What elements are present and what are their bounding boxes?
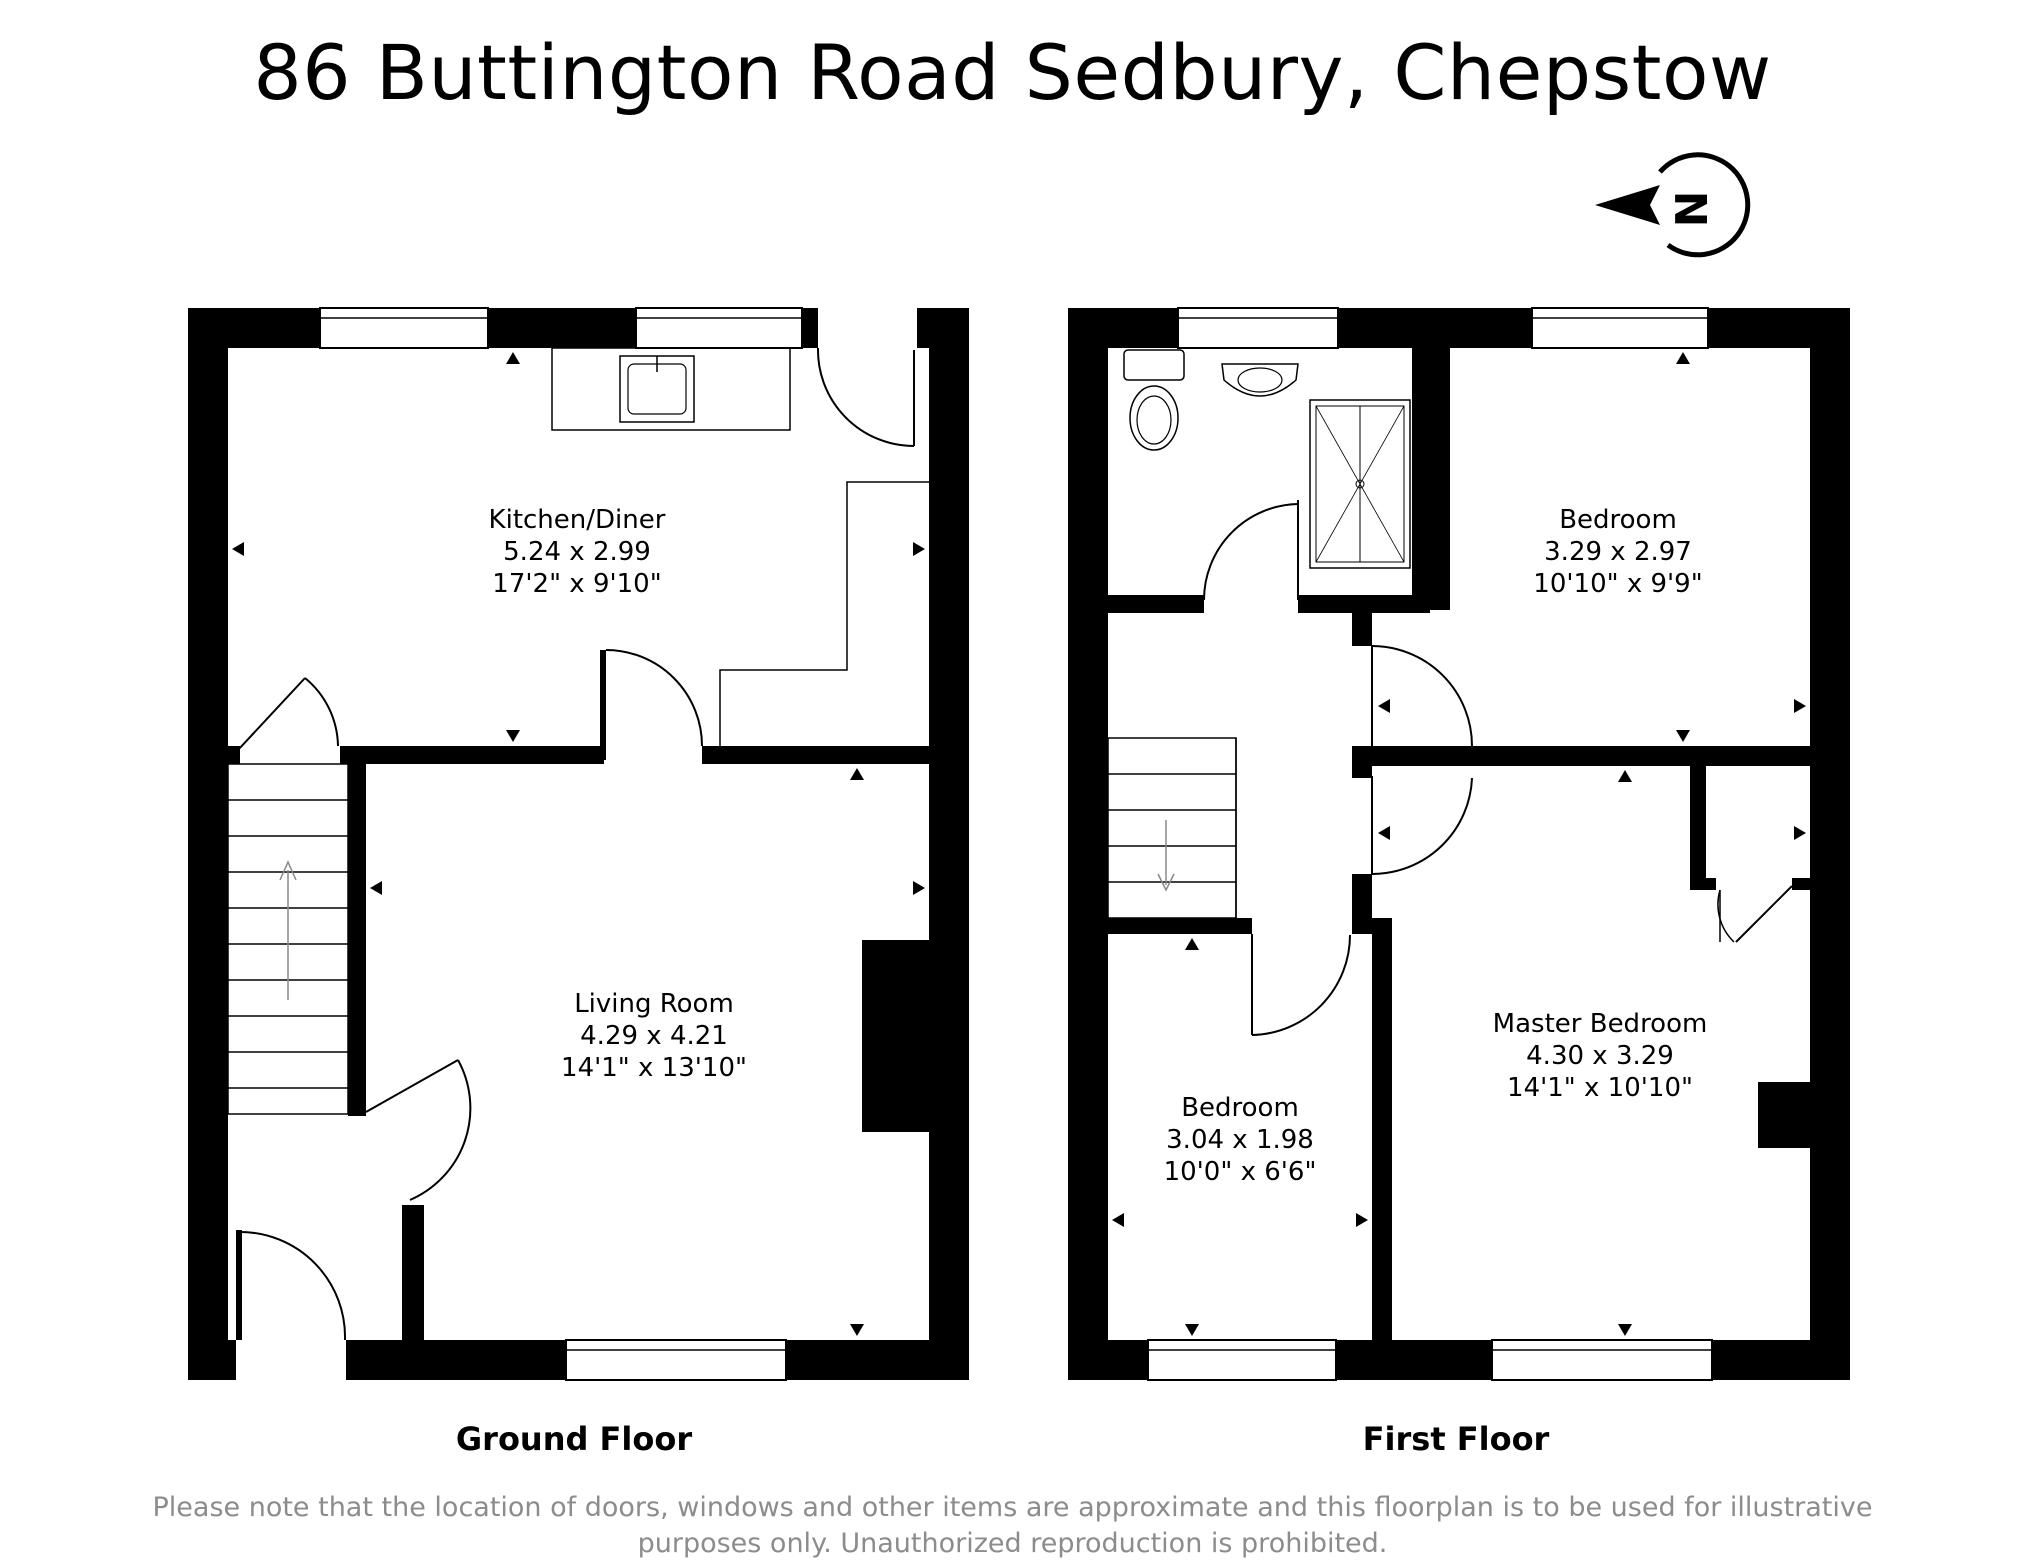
room-name: Kitchen/Diner — [489, 505, 666, 535]
room-metric: 4.30 x 3.29 — [1526, 1041, 1674, 1071]
room-name: Master Bedroom — [1493, 1009, 1708, 1039]
room-imperial: 17'2" x 9'10" — [492, 569, 661, 599]
room-imperial: 14'1" x 13'10" — [561, 1053, 747, 1083]
room-name: Bedroom — [1181, 1093, 1299, 1123]
ground-floor-plan — [188, 307, 969, 1381]
north-compass-icon: N — [1595, 152, 1751, 258]
ground-floor-label: Ground Floor — [455, 1420, 693, 1458]
room-label-master: Master Bedroom 4.30 x 3.29 14'1" x 10'10… — [1493, 1009, 1708, 1103]
room-imperial: 10'0" x 6'6" — [1164, 1157, 1317, 1187]
disclaimer: Please note that the location of doors, … — [150, 1490, 1875, 1562]
compass-letter: N — [1667, 191, 1718, 228]
room-metric: 3.04 x 1.98 — [1166, 1125, 1314, 1155]
page-title: 86 Buttington Road Sedbury, Chepstow — [253, 28, 1772, 117]
room-label-bedroom-small: Bedroom 3.04 x 1.98 10'0" x 6'6" — [1164, 1093, 1317, 1187]
room-name: Living Room — [574, 989, 734, 1019]
room-label-bedroom-back: Bedroom 3.29 x 2.97 10'10" x 9'9" — [1533, 505, 1702, 599]
disclaimer-line: Please note that the location of doors, … — [152, 1492, 1873, 1523]
room-label-living: Living Room 4.29 x 4.21 14'1" x 13'10" — [561, 989, 747, 1083]
room-name: Bedroom — [1559, 505, 1677, 535]
room-imperial: 10'10" x 9'9" — [1533, 569, 1702, 599]
room-metric: 3.29 x 2.97 — [1544, 537, 1692, 567]
room-label-kitchen: Kitchen/Diner 5.24 x 2.99 17'2" x 9'10" — [489, 505, 666, 599]
room-imperial: 14'1" x 10'10" — [1507, 1073, 1693, 1103]
first-floor-plan — [1068, 307, 1850, 1381]
room-metric: 5.24 x 2.99 — [503, 537, 651, 567]
disclaimer-line: purposes only. Unauthorized reproduction… — [637, 1528, 1388, 1559]
first-floor-label: First Floor — [1362, 1420, 1550, 1458]
room-metric: 4.29 x 4.21 — [580, 1021, 728, 1051]
